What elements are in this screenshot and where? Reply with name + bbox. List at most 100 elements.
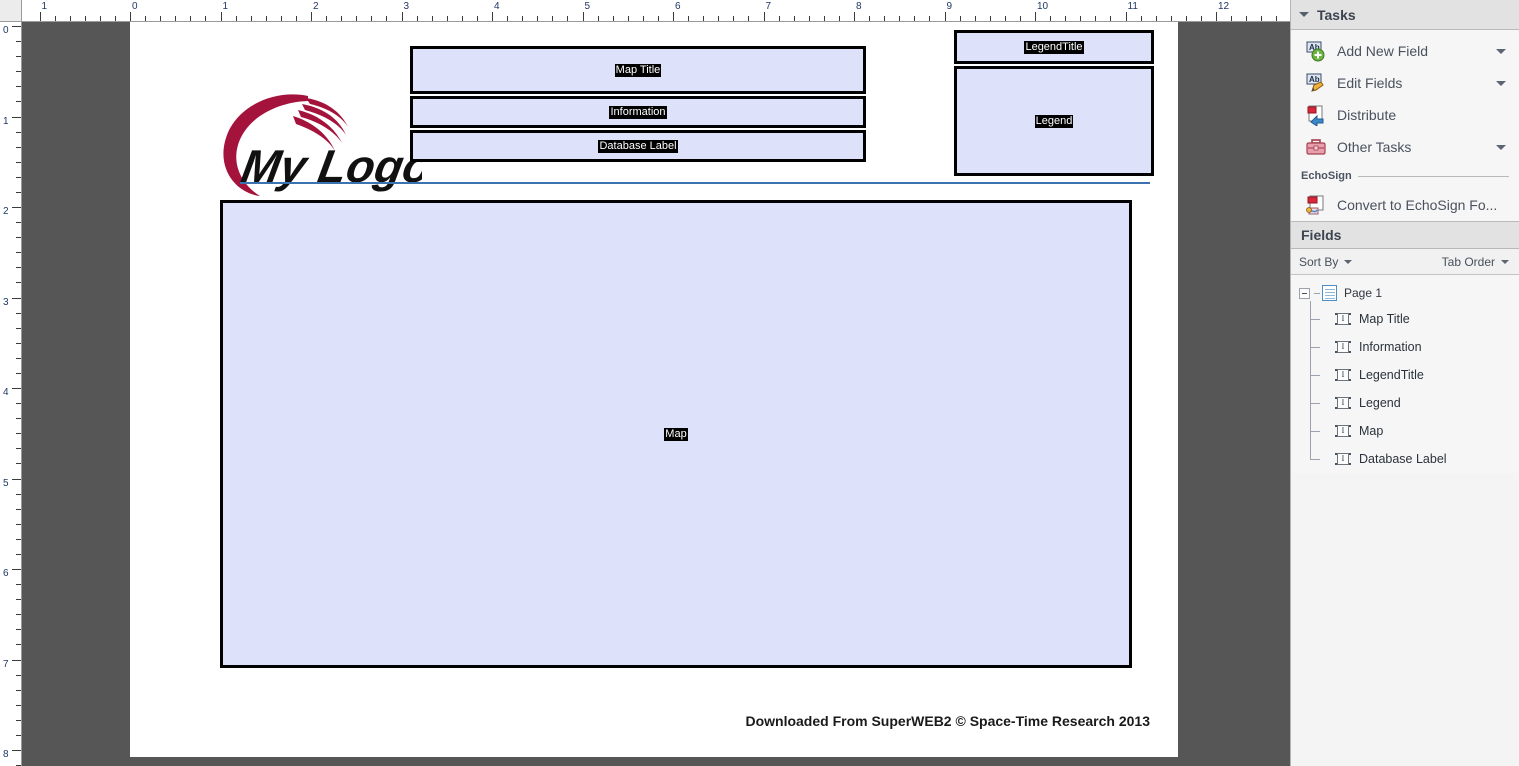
ruler-label: 0	[3, 25, 9, 36]
ruler-label: 12	[1218, 1, 1230, 12]
tab-order-dropdown[interactable]: Tab Order	[1442, 255, 1509, 269]
ruler-label: 2	[3, 206, 9, 217]
ruler-tick-minor	[16, 86, 21, 88]
text-field-icon: I	[1335, 313, 1351, 325]
ruler-tick-minor	[16, 403, 21, 405]
ruler-tick-minor	[627, 16, 629, 21]
ruler-tick-minor	[205, 16, 207, 21]
task-label-other-tasks: Other Tasks	[1337, 139, 1412, 155]
ruler-tick-minor	[16, 493, 21, 495]
ruler-tick-minor	[884, 16, 886, 21]
ruler-tick-major	[854, 12, 855, 21]
form-field-map-title[interactable]: Map Title	[410, 46, 866, 94]
chevron-down-icon[interactable]	[1299, 12, 1309, 17]
echosign-section-label: EchoSign	[1301, 170, 1352, 182]
ruler-label: 5	[3, 477, 9, 489]
task-item-distribute[interactable]: Distribute	[1291, 99, 1519, 131]
ruler-tick-major	[12, 569, 21, 570]
form-field-map[interactable]: Map	[220, 200, 1132, 668]
form-field-information[interactable]: Information	[410, 96, 866, 128]
text-field-icon: I	[1335, 341, 1351, 353]
fields-panel-header[interactable]: Fields	[1291, 221, 1519, 249]
ruler-tick-minor	[1246, 16, 1248, 21]
ruler-tick-minor	[16, 433, 21, 435]
ruler-tick-minor	[1065, 16, 1067, 21]
tree-connector	[1310, 347, 1320, 348]
form-field-database-label[interactable]: Database Label	[410, 130, 866, 162]
ruler-tick-minor	[69, 16, 71, 21]
ruler-tick-minor	[748, 16, 750, 21]
ruler-tick-minor	[16, 553, 21, 555]
chevron-down-icon[interactable]	[1496, 49, 1506, 54]
collapse-expander-icon[interactable]	[1299, 287, 1310, 299]
task-item-edit-fields[interactable]: Ab Edit Fields	[1291, 67, 1519, 99]
ruler-tick-major	[401, 12, 403, 21]
ruler-tick-minor	[16, 222, 21, 224]
ruler-tick-minor	[1050, 16, 1052, 21]
task-item-other-tasks[interactable]: Other Tasks	[1291, 131, 1519, 163]
document-canvas[interactable]: My Logo Map Title Information Database L…	[22, 22, 1290, 766]
form-field-legend-title[interactable]: LegendTitle	[954, 30, 1154, 64]
ruler-tick-minor	[16, 372, 21, 374]
ruler-tick-minor	[476, 16, 478, 21]
form-field-legend[interactable]: Legend	[954, 66, 1154, 176]
ruler-tick-minor	[1095, 16, 1097, 21]
ruler-tick-minor	[16, 644, 21, 646]
ruler-tick-minor	[371, 16, 373, 21]
distribute-icon	[1305, 104, 1327, 127]
ruler-tick-major	[12, 750, 21, 751]
tree-connector	[1310, 301, 1311, 333]
ruler-tick-minor	[1276, 16, 1278, 21]
ruler-tick-minor	[190, 16, 192, 21]
ruler-label: 4	[494, 1, 500, 12]
chevron-down-icon[interactable]	[1496, 81, 1506, 86]
ruler-tick-minor	[16, 734, 21, 736]
ruler-tick-minor	[114, 16, 116, 21]
echosign-section-divider: EchoSign	[1291, 163, 1519, 189]
sort-by-dropdown[interactable]: Sort By	[1299, 255, 1353, 269]
tree-label-page-1: Page 1	[1344, 286, 1383, 300]
ruler-tick-major	[673, 12, 674, 21]
ruler-tick-minor	[703, 16, 705, 21]
ruler-tick-minor	[16, 508, 21, 510]
ruler-label: 6	[675, 1, 681, 12]
ruler-tick-minor	[597, 16, 599, 21]
chevron-down-icon	[1344, 259, 1353, 264]
task-item-add-new-field[interactable]: Ab Add New Field	[1291, 35, 1519, 67]
ruler-tick-major	[12, 26, 21, 27]
tree-node-page-1[interactable]: Page 1	[1291, 281, 1519, 305]
tasks-panel-header[interactable]: Tasks	[1291, 0, 1519, 30]
ruler-tick-minor	[356, 16, 358, 21]
chevron-down-icon[interactable]	[1496, 145, 1506, 150]
ruler-tick-major	[12, 116, 21, 118]
ruler-tick-minor	[175, 16, 177, 21]
ruler-tick-minor	[16, 101, 21, 103]
ruler-tick-minor	[1185, 16, 1187, 21]
ruler-tick-minor	[1019, 16, 1021, 21]
page-1[interactable]: My Logo Map Title Information Database L…	[130, 22, 1178, 757]
ruler-tick-minor	[16, 282, 21, 284]
tree-label-field: Legend	[1359, 396, 1401, 410]
my-logo-image: My Logo	[202, 77, 422, 197]
ruler-tick-minor	[431, 16, 433, 21]
ruler-tick-minor	[16, 41, 21, 43]
add-new-field-icon: Ab	[1305, 40, 1327, 62]
ruler-label: 8	[3, 749, 9, 760]
ruler-tick-major	[944, 12, 946, 21]
task-item-convert-to-echosign[interactable]: Convert to EchoSign Fo...	[1291, 189, 1519, 221]
ruler-tick-minor	[16, 614, 21, 616]
ruler-tick-minor	[16, 161, 21, 163]
tree-connector	[1310, 329, 1311, 361]
svg-text:My Logo: My Logo	[238, 140, 422, 192]
field-label-information: Information	[609, 105, 667, 119]
ruler-tick-minor	[16, 131, 21, 133]
ruler-label: 1	[222, 1, 229, 12]
